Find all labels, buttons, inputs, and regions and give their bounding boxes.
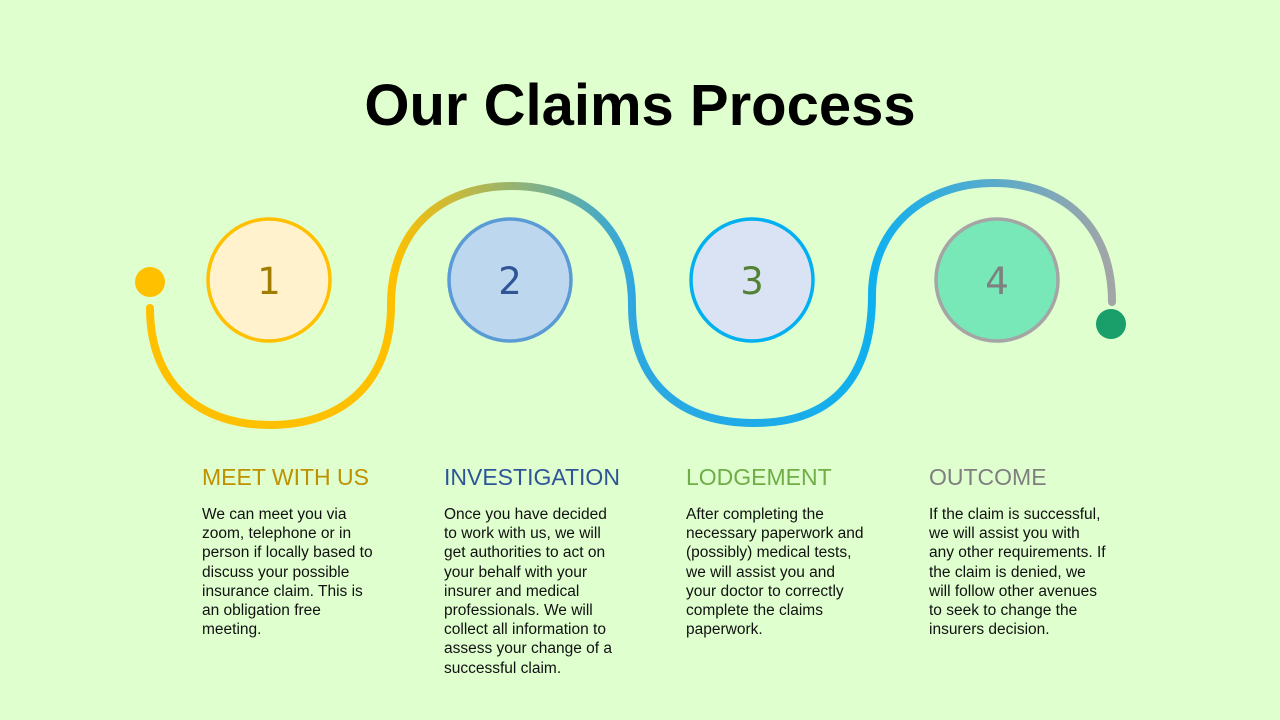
end-dot: [1096, 309, 1126, 339]
step-3-number: 3: [740, 260, 764, 303]
step-3-description: After completing the necessary paperwork…: [686, 506, 864, 639]
step-1-number: 1: [257, 260, 281, 303]
step-2-description: Once you have decided to work with us, w…: [444, 506, 613, 677]
step-2-heading: INVESTIGATION: [444, 464, 620, 490]
wave-connector-line: [146, 178, 1116, 430]
step-3-circle: [689, 217, 815, 343]
start-dot: [135, 267, 165, 297]
step-2-circle: [447, 217, 573, 343]
step-4-description: If the claim is successful, we will assi…: [929, 506, 1106, 639]
step-3-node: 3: [689, 217, 815, 343]
step-4-heading: OUTCOME: [929, 464, 1047, 490]
step-4-node: 4: [934, 217, 1060, 343]
step-1-description: We can meet you via zoom, telephone or i…: [202, 506, 373, 639]
step-1-node: 1: [206, 217, 332, 343]
step-2-node: 2: [447, 217, 573, 343]
step-3-heading: LODGEMENT: [686, 464, 832, 490]
step-1-heading: MEET WITH US: [202, 464, 369, 490]
page-title: Our Claims Process: [364, 73, 916, 138]
step-4-number: 4: [985, 260, 1009, 303]
step-1-circle: [206, 217, 332, 343]
step-4-circle: [934, 217, 1060, 343]
step-2-number: 2: [498, 260, 522, 303]
